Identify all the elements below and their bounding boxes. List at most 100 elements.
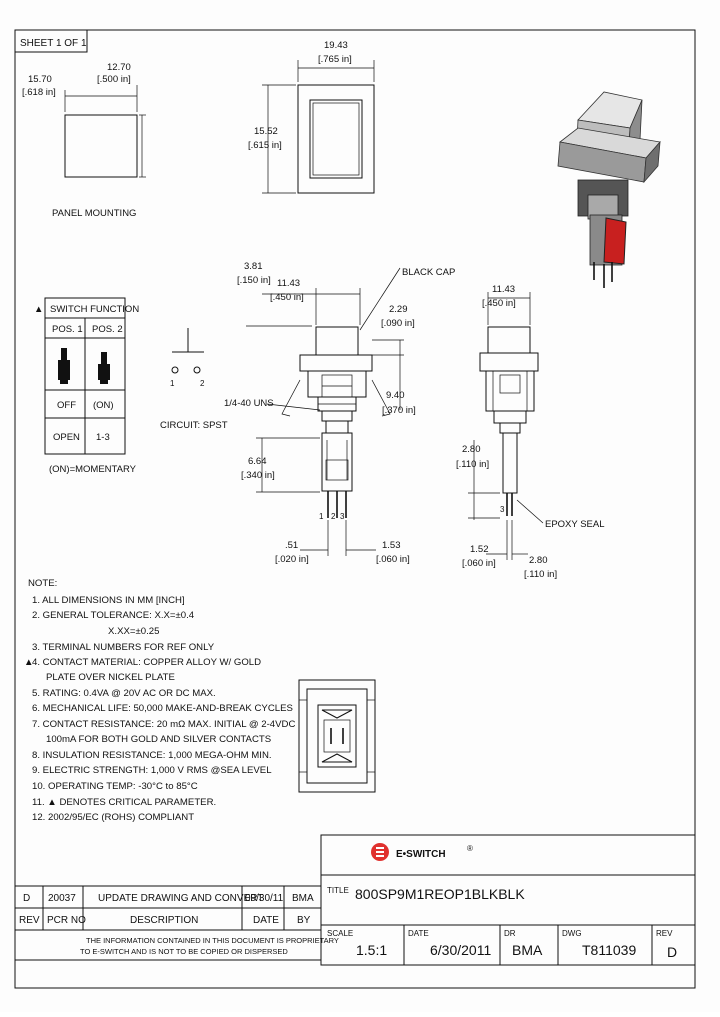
pos1-header: POS. 1 xyxy=(52,324,83,335)
rev-entry-rev: D xyxy=(23,893,30,904)
critical-marker-switch: ▲ xyxy=(34,304,43,315)
part-number-title: 800SP9M1REOP1BLKBLK xyxy=(355,886,525,902)
proprietary-line-1: THE INFORMATION CONTAINED IN THIS DOCUME… xyxy=(86,936,339,945)
panel-mounting-label: PANEL MOUNTING xyxy=(52,208,136,219)
side-view: 3 11.43 [.450 in] 2.80 [.110 in] EPOXY S… xyxy=(456,284,605,580)
rev-entry-by: BMA xyxy=(292,893,314,904)
top-width-mm: 19.43 xyxy=(324,40,348,51)
bottom-view xyxy=(298,679,376,793)
top-view: 19.43 [.765 in] 15.52 [.615 in] xyxy=(248,40,375,194)
date-label: DATE xyxy=(408,929,429,938)
sheet-border xyxy=(14,29,696,989)
panel-height-mm: 12.70 xyxy=(107,62,131,73)
note-3: 3. TERMINAL NUMBERS FOR REF ONLY xyxy=(32,642,215,653)
note-11: 11. ▲ DENOTES CRITICAL PARAMETER. xyxy=(32,797,216,808)
top-width-in: [.765 in] xyxy=(318,54,352,65)
logo-block: E•SWITCH ® xyxy=(320,834,696,876)
rev-header-description: DESCRIPTION xyxy=(130,915,198,926)
front-d5-mm: 6.64 xyxy=(248,456,267,467)
front-d5-in: [.340 in] xyxy=(241,470,275,481)
front-d7-mm: 1.53 xyxy=(382,540,401,551)
panel-width-in: [.618 in] xyxy=(22,87,56,98)
side-d2-mm: 2.80 xyxy=(462,444,481,455)
front-view: 1 2 3 3.81 [.150 in] 11.43 [.450 in] 2.2… xyxy=(224,261,455,565)
rev-entry-description: UPDATE DRAWING AND CONVERT xyxy=(98,893,263,904)
dwg-number: T811039 xyxy=(582,942,636,958)
note-1: 1. ALL DIMENSIONS IN MM [INCH] xyxy=(32,595,185,606)
drawn-by-label: DR xyxy=(504,929,516,938)
note-7-cont: 100mA FOR BOTH GOLD AND SILVER CONTACTS xyxy=(46,734,271,745)
black-cap-callout: BLACK CAP xyxy=(402,267,455,278)
front-d1-mm: 3.81 xyxy=(244,261,263,272)
scale-label: SCALE xyxy=(327,929,353,938)
note-2-cont: X.XX=±0.25 xyxy=(108,626,159,637)
panel-mounting-view: 15.70 [.618 in] 12.70 [.500 in] PANEL MO… xyxy=(22,62,146,219)
note-2: 2. GENERAL TOLERANCE: X.X=±0.4 xyxy=(32,610,195,621)
front-d7-in: [.060 in] xyxy=(376,554,410,565)
pos2-contacts: 1-3 xyxy=(96,432,110,443)
side-d4-in: [.110 in] xyxy=(524,569,557,580)
side-d2-in: [.110 in] xyxy=(456,459,489,470)
note-5: 5. RATING: 0.4VA @ 20V AC OR DC MAX. xyxy=(32,688,216,699)
thread-callout: 1/4-40 UNS xyxy=(224,398,274,409)
pos1-contacts: OPEN xyxy=(53,432,80,443)
front-d2-in: [.450 in] xyxy=(270,292,304,303)
sheet-label: SHEET 1 OF 1 xyxy=(20,38,87,49)
logo-text: E•SWITCH xyxy=(396,849,446,860)
date-value: 6/30/2011 xyxy=(430,942,491,958)
notes-block: NOTE: 1. ALL DIMENSIONS IN MM [INCH] 2. … xyxy=(24,578,295,823)
top-height-mm: 15.52 xyxy=(254,126,278,137)
isometric-render xyxy=(557,91,661,288)
pos2-state: (ON) xyxy=(93,400,114,411)
rev-header-pcr: PCR NO xyxy=(47,915,86,926)
note-12: 12. 2002/95/EC (ROHS) COMPLIANT xyxy=(32,812,194,823)
front-d4-in: [.370 in] xyxy=(382,405,416,416)
pos2-actuator-icon xyxy=(98,352,110,384)
logo-reg: ® xyxy=(467,844,473,853)
switch-function-table: ▲ SWITCH FUNCTION POS. 1 POS. 2 OFF (ON)… xyxy=(34,297,139,475)
note-8: 8. INSULATION RESISTANCE: 1,000 MEGA-OHM… xyxy=(32,750,272,761)
note-9: 9. ELECTRIC STRENGTH: 1,000 V RMS @SEA L… xyxy=(32,765,272,776)
notes-title: NOTE: xyxy=(28,578,57,589)
rev-label: REV xyxy=(656,929,673,938)
front-d3-in: [.090 in] xyxy=(381,318,415,329)
front-d6-mm: .51 xyxy=(285,540,298,551)
front-d4-mm: 9.40 xyxy=(386,390,405,401)
e-switch-logo-icon xyxy=(371,843,389,861)
note-4: 4. CONTACT MATERIAL: COPPER ALLOY W/ GOL… xyxy=(32,657,261,668)
terminal-body-accent xyxy=(603,217,627,265)
momentary-footnote: (ON)=MOMENTARY xyxy=(49,464,137,475)
rev-header-date: DATE xyxy=(253,915,279,926)
front-terminal-1: 1 xyxy=(319,512,324,521)
title-row: TITLE 800SP9M1REOP1BLKBLK xyxy=(320,874,696,926)
revision-table: D 20037 UPDATE DRAWING AND CONVERT 09/30… xyxy=(14,885,322,931)
epoxy-seal-callout: EPOXY SEAL xyxy=(545,519,605,530)
rev-entry-pcr: 20037 xyxy=(48,893,76,904)
switch-function-title: SWITCH FUNCTION xyxy=(50,304,139,315)
pos2-header: POS. 2 xyxy=(92,324,123,335)
rev-header-rev: REV xyxy=(19,915,40,926)
rev-value: D xyxy=(667,944,677,960)
circuit-terminal-2: 2 xyxy=(200,379,205,388)
title-label: TITLE xyxy=(327,886,349,895)
rev-header-by: BY xyxy=(297,915,311,926)
note-10: 10. OPERATING TEMP: -30°C to 85°C xyxy=(32,781,198,792)
pos1-state: OFF xyxy=(57,400,76,411)
circuit-label: CIRCUIT: SPST xyxy=(160,420,228,431)
circuit-terminal-1: 1 xyxy=(170,379,175,388)
drawn-by-value: BMA xyxy=(512,942,543,958)
sheet-label-box: SHEET 1 OF 1 xyxy=(14,29,88,53)
front-terminal-2: 2 xyxy=(331,512,336,521)
panel-height-in: [.500 in] xyxy=(97,74,131,85)
critical-marker-note4: ▲ xyxy=(24,657,34,668)
note-4-cont: PLATE OVER NICKEL PLATE xyxy=(46,672,175,683)
side-d4-mm: 2.80 xyxy=(529,555,548,566)
pos1-actuator-icon xyxy=(58,348,70,384)
side-d3-mm: 1.52 xyxy=(470,544,489,555)
note-6: 6. MECHANICAL LIFE: 50,000 MAKE-AND-BREA… xyxy=(32,703,293,714)
side-d1-mm: 11.43 xyxy=(492,284,515,295)
title-block-bottom: SCALE 1.5:1 DATE 6/30/2011 DR BMA DWG T8… xyxy=(320,924,696,966)
front-d6-in: [.020 in] xyxy=(275,554,309,565)
side-d3-in: [.060 in] xyxy=(462,558,496,569)
